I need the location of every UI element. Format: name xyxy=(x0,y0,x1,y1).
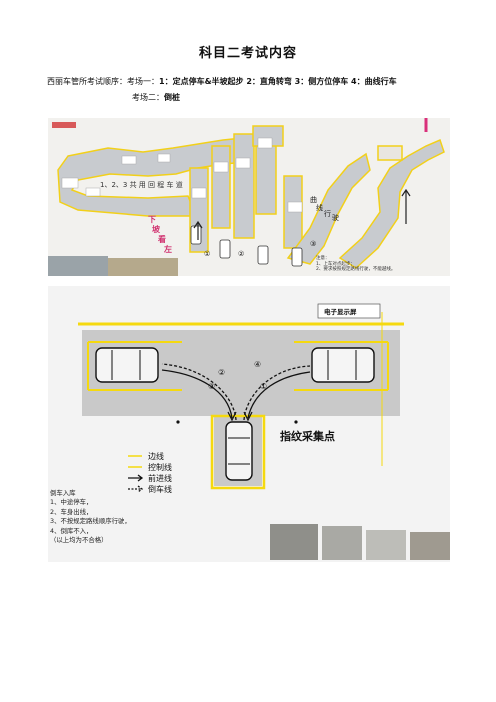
hand-char-2: 坡 xyxy=(152,225,160,234)
rules-title: 倒车入库 xyxy=(50,489,76,497)
exam-order-line: 西丽车管所考试顺序：考场一：1：定点停车&半坡起步 2：直角转弯 3：侧方位停车… xyxy=(47,76,397,87)
rules-footer: （以上均为不合格） xyxy=(50,536,108,545)
exam-room2-items: 倒桩 xyxy=(164,93,180,102)
shared-road-label: 1、2、3 共 用 回 程 车 道 xyxy=(100,181,183,189)
course-map-drawing xyxy=(48,118,445,276)
curve-char-2: 线 xyxy=(316,204,323,212)
hand-char-4: 左 xyxy=(164,245,172,254)
exam-room2-line: 考场二：倒桩 xyxy=(132,92,180,103)
curve-char-1: 曲 xyxy=(310,196,317,204)
map-notes: 注意： 1、上车对点起步； 2、要求按照规定路线行驶，不能越线。 xyxy=(316,256,395,273)
curve-char-3: 行 xyxy=(324,210,331,218)
rule-3: 3、不按规定路线顺序行驶， xyxy=(50,517,131,526)
step-2: ② xyxy=(218,368,226,377)
map-note-2: 2、要求按照规定路线行驶，不能越线。 xyxy=(316,267,396,272)
legend-forward: 前进线 xyxy=(148,474,172,483)
legend-control: 控制线 xyxy=(148,463,172,472)
document-title: 科目二考试内容 xyxy=(198,46,297,61)
reverse-parking-figure: 电子显示屏 指纹采集点 ② ③ ④ ① 边线 控制线 前进线 倒车线 倒车入库 … xyxy=(48,286,450,562)
screen-label: 电子显示屏 xyxy=(324,308,357,316)
course-map-figure: 1、2、3 共 用 回 程 车 道 曲 线 行 驶 下 坡 看 左 ① ② ③ … xyxy=(48,118,450,276)
parking-diagram xyxy=(78,303,450,560)
rule-2: 2、车身出线， xyxy=(50,507,93,516)
legend-reverse: 倒车线 xyxy=(148,485,172,494)
step-4: ④ xyxy=(254,360,262,369)
legend-edge: 边线 xyxy=(148,452,164,461)
hand-char-3: 看 xyxy=(158,235,166,244)
step-3: ③ xyxy=(208,382,216,391)
circled-3: ③ xyxy=(310,240,317,248)
exam-order-prefix: 西丽车管所考试顺序：考场一： xyxy=(47,77,159,86)
hand-char-1: 下 xyxy=(148,215,156,224)
exam-room1-items: 1：定点停车&半坡起步 2：直角转弯 3：侧方位停车 4：曲线行车 xyxy=(159,77,397,86)
exam-room2-prefix: 考场二： xyxy=(132,93,164,102)
rule-4: 4、倒库不入， xyxy=(50,526,93,535)
parking-rules: 倒车入库 1、中途停车， 2、车身出线， 3、不按规定路线顺序行驶， 4、倒库不… xyxy=(50,489,131,545)
fingerprint-label: 指纹采集点 xyxy=(280,430,335,443)
circled-1: ① xyxy=(204,250,211,258)
map-notes-title: 注意： xyxy=(316,256,330,261)
curve-char-4: 驶 xyxy=(332,214,339,222)
circled-2: ② xyxy=(238,250,245,258)
step-1: ① xyxy=(260,382,268,391)
rule-1: 1、中途停车， xyxy=(50,498,93,507)
map-note-1: 1、上车对点起步； xyxy=(316,261,355,267)
